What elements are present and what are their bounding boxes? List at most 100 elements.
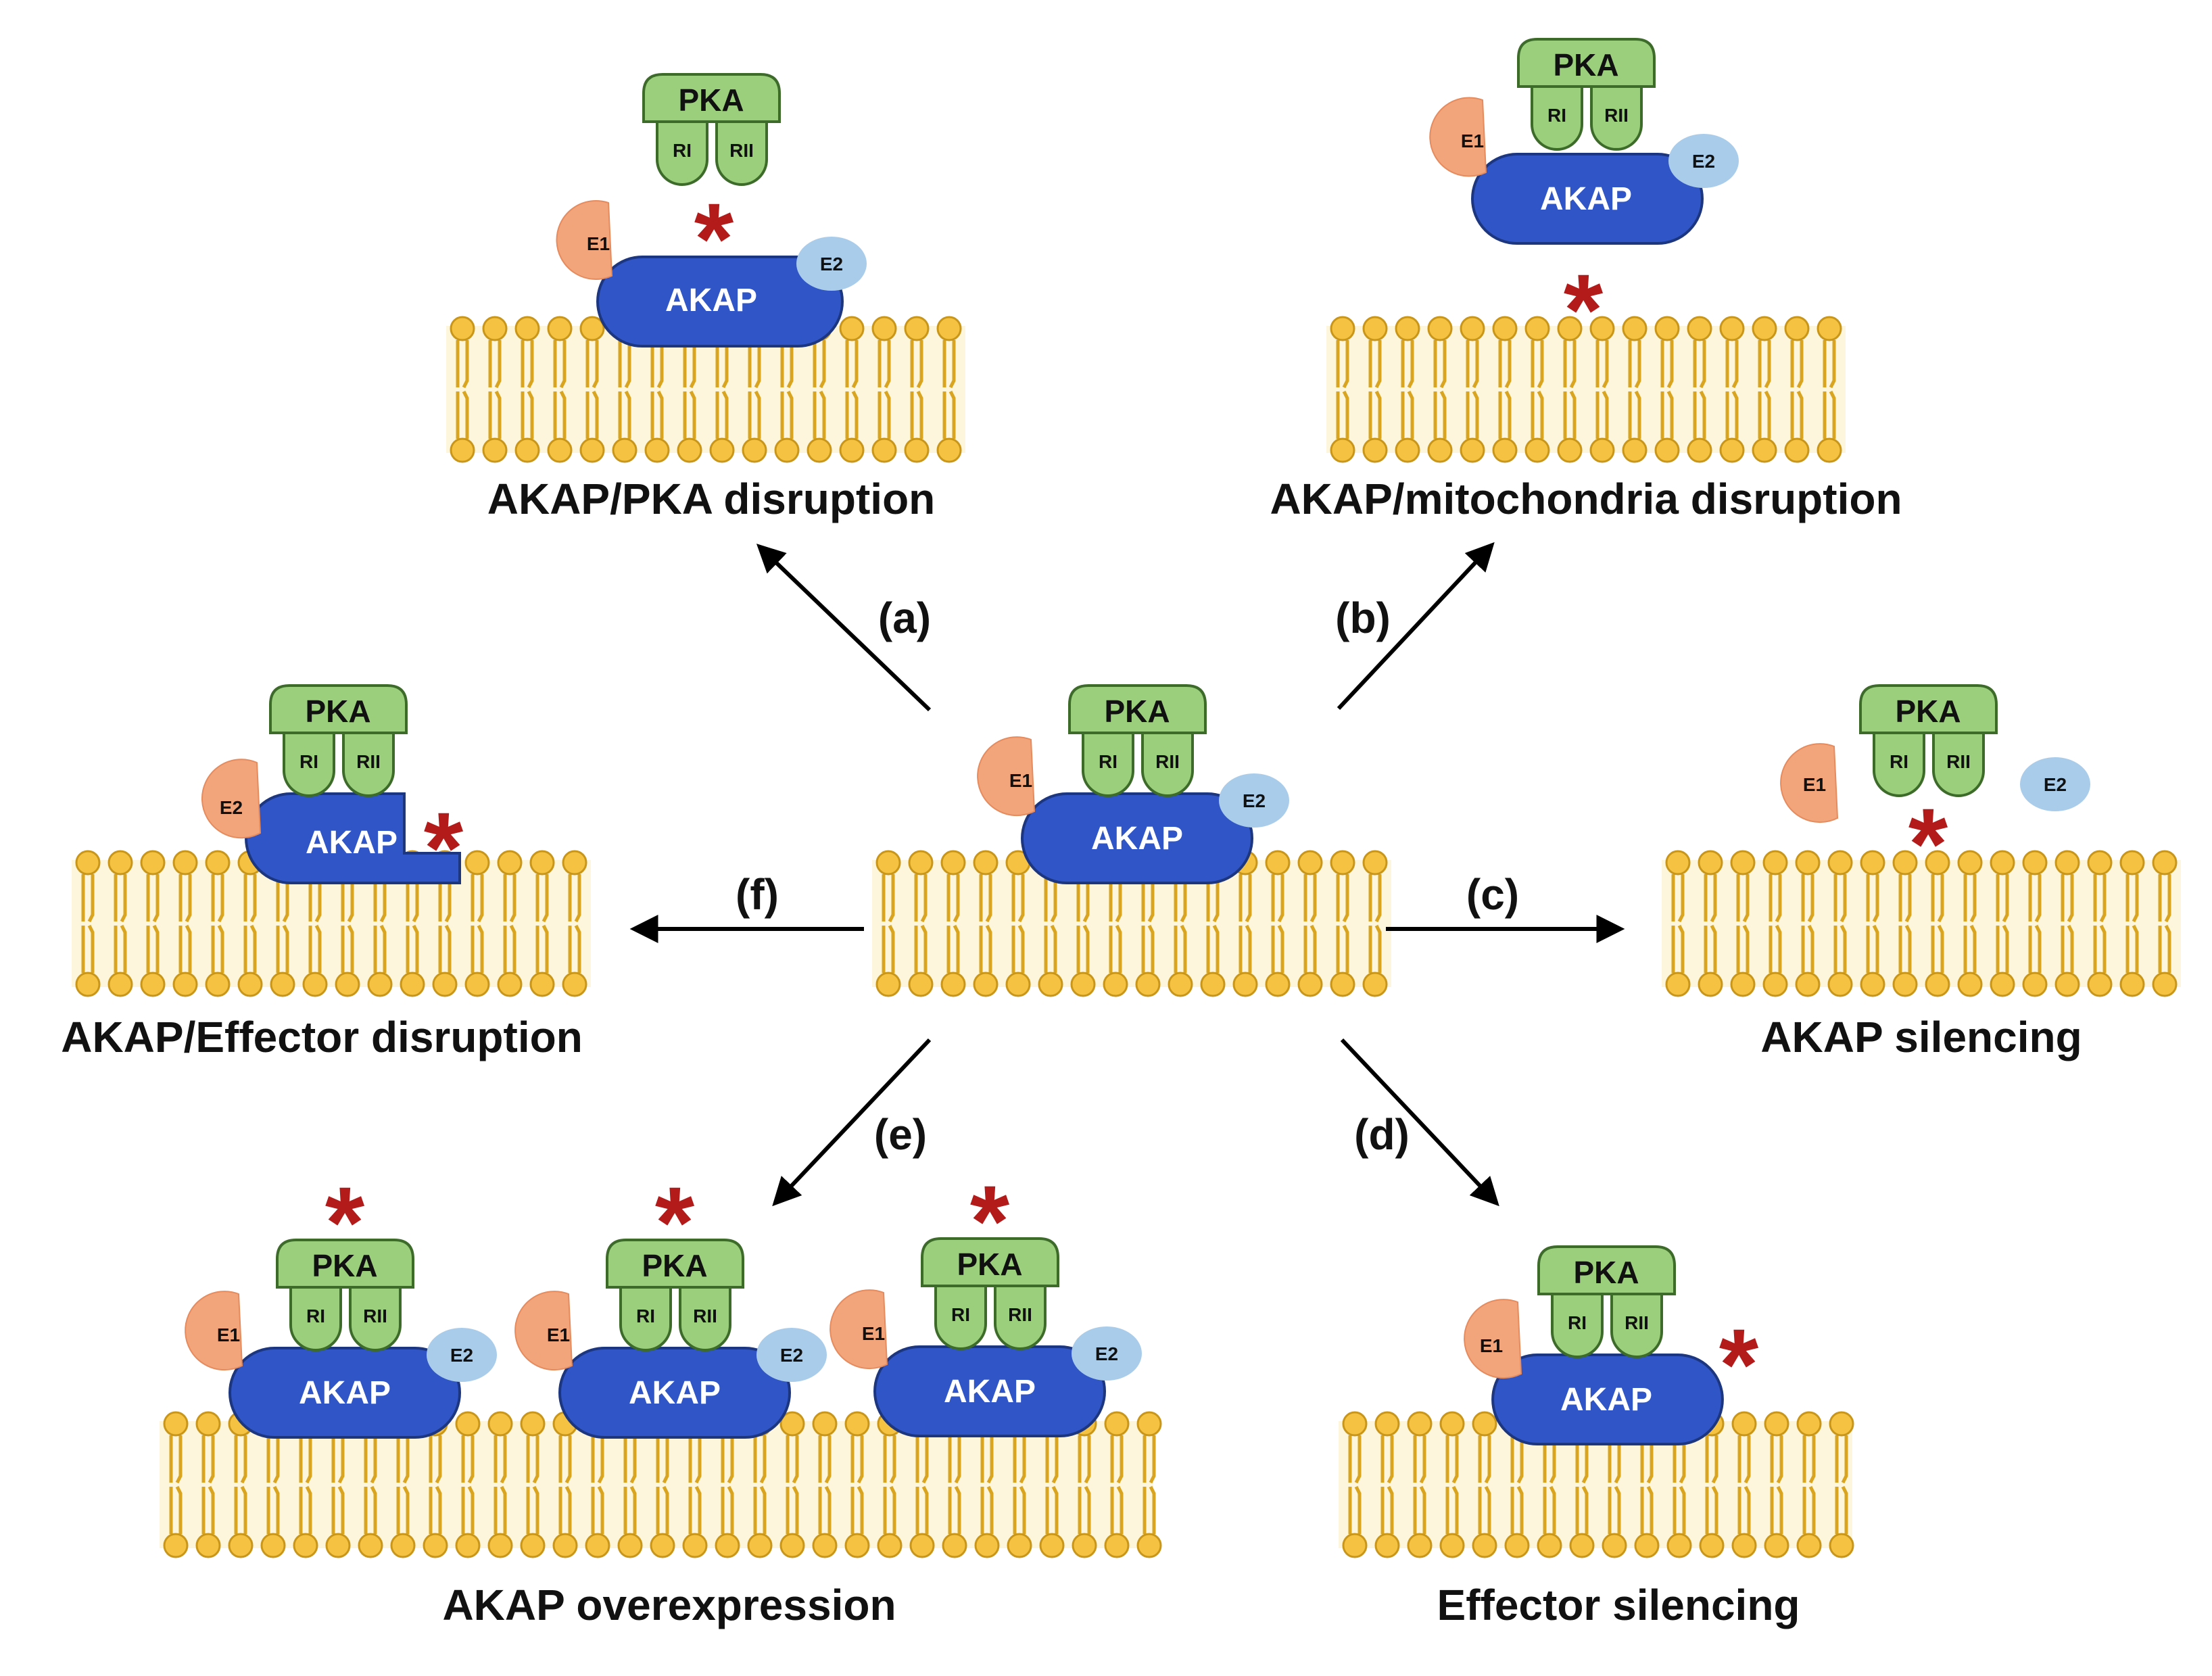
disruption-star: * <box>694 182 734 295</box>
lipid-tail <box>308 874 322 973</box>
lipid-head <box>1665 850 1691 876</box>
lipid-head <box>1104 1533 1130 1558</box>
pka-label: PKA <box>1553 47 1618 82</box>
rii-subunit <box>349 1286 402 1351</box>
effector-e2 <box>2020 757 2090 811</box>
lipid-head <box>1168 972 1193 997</box>
e2-label: E2 <box>1243 790 1266 811</box>
pka-cap <box>1068 684 1207 734</box>
lipid-tail <box>753 1435 767 1534</box>
lipid-head <box>205 972 231 997</box>
lipid-head <box>1666 1533 1692 1558</box>
lipid-tail <box>494 1435 507 1534</box>
akap-label: AKAP <box>665 283 757 318</box>
panel-title-c: AKAP silencing <box>1760 1013 2082 1061</box>
panel-title-a: AKAP/PKA disruption <box>487 475 936 523</box>
lipid-tail <box>1206 874 1220 973</box>
pka-holoenzyme: PKA RI RII <box>1517 38 1656 151</box>
lipid-head <box>904 437 930 463</box>
lipid-tail <box>2061 874 2074 973</box>
lipid-head <box>940 850 966 876</box>
lipid-tail <box>461 1435 475 1534</box>
lipid-tail <box>488 340 502 439</box>
lipid-tail <box>1758 340 1771 439</box>
lipid-head <box>1731 1411 1757 1437</box>
lipid-head <box>1589 316 1615 341</box>
lipid-head <box>455 1411 481 1437</box>
lipid-tail <box>1704 874 1717 973</box>
ri-label: RI <box>673 140 692 161</box>
lipid-head <box>747 1533 773 1558</box>
rii-subunit <box>679 1286 731 1351</box>
lipid-tail <box>1770 1435 1783 1534</box>
lipid-head <box>2054 850 2080 876</box>
overexpression-star: * <box>325 1166 365 1279</box>
step-label-b: (b) <box>1335 594 1391 642</box>
lipid-tail <box>1143 1435 1156 1534</box>
disruption-star: * <box>1908 787 1948 901</box>
pka-cap <box>1859 684 1998 734</box>
lipid-head <box>1439 1533 1465 1558</box>
ri-subunit <box>934 1285 987 1350</box>
akap-label: AKAP <box>306 825 398 861</box>
lipid-tail <box>521 340 534 439</box>
lipid-head <box>877 1533 903 1558</box>
lipid-head <box>682 1533 708 1558</box>
pka-label: PKA <box>957 1247 1022 1282</box>
lipid-head <box>163 1533 189 1558</box>
e1-label: E1 <box>862 1323 885 1344</box>
lipid-head <box>547 437 573 463</box>
effector-e1-shape <box>1429 97 1487 177</box>
pka-label: PKA <box>678 82 744 118</box>
pka-holoenzyme: PKA RI RII <box>269 684 408 797</box>
e2-label: E2 <box>220 797 243 818</box>
lipid-tail <box>1336 874 1349 973</box>
lipid-head <box>514 437 540 463</box>
e2-label: E2 <box>820 254 843 274</box>
lipid-tail <box>1141 874 1155 973</box>
lipid-tail <box>650 340 664 439</box>
lipid-head <box>742 437 767 463</box>
lipid-tail <box>1866 874 1879 973</box>
lipid-head <box>464 972 490 997</box>
lipid-head <box>1374 1411 1400 1437</box>
lipid-head <box>75 972 101 997</box>
lipid-head <box>1569 1533 1595 1558</box>
membrane-b <box>1326 316 1846 463</box>
arrow-a <box>756 544 932 712</box>
lipid-head <box>844 1533 870 1558</box>
center-complex: AKAP E1 E2 PKA RI RII <box>977 684 1289 884</box>
effector-e1-shape <box>1464 1299 1522 1379</box>
lipid-head <box>579 437 605 463</box>
lipid-tail <box>623 1435 637 1534</box>
lipid-tail <box>1737 1435 1751 1534</box>
lipid-tail <box>1380 1435 1394 1534</box>
disruption-star: * <box>1719 1308 1759 1421</box>
disruption-star: * <box>424 791 464 905</box>
panel-b: AKAP E1 E2 PKA RI RII * AKAP/mitochondri… <box>1270 38 1902 523</box>
lipid-tail <box>1575 1435 1589 1534</box>
lipid-head <box>2152 972 2178 997</box>
lipid-head <box>1439 1411 1465 1437</box>
lipid-head <box>260 1533 286 1558</box>
lipid-head <box>1136 1411 1162 1437</box>
lipid-head <box>1407 1533 1433 1558</box>
lipid-tail <box>1725 340 1739 439</box>
rii-subunit <box>1932 732 1985 797</box>
lipid-head <box>774 437 800 463</box>
e2-label: E2 <box>1095 1343 1118 1364</box>
lipid-head <box>1892 972 1918 997</box>
pka-holoenzyme: PKA RI RII <box>1068 684 1207 797</box>
lipid-head <box>779 1533 805 1558</box>
lipid-tail <box>883 1435 896 1534</box>
lipid-head <box>547 316 573 341</box>
lipid-head <box>1622 437 1648 463</box>
panel-f: AKAP E2 PKA RI RII * AKAP/Effector disru… <box>61 684 583 1061</box>
step-label-a: (a) <box>878 594 931 642</box>
lipid-tail <box>1239 874 1252 973</box>
lipid-head <box>871 437 897 463</box>
lipid-head <box>1135 972 1161 997</box>
lipid-head <box>936 437 962 463</box>
lipid-head <box>520 1533 546 1558</box>
panel-d: AKAP E1 PKA RI RII * Effector silencing <box>1437 1245 1800 1629</box>
